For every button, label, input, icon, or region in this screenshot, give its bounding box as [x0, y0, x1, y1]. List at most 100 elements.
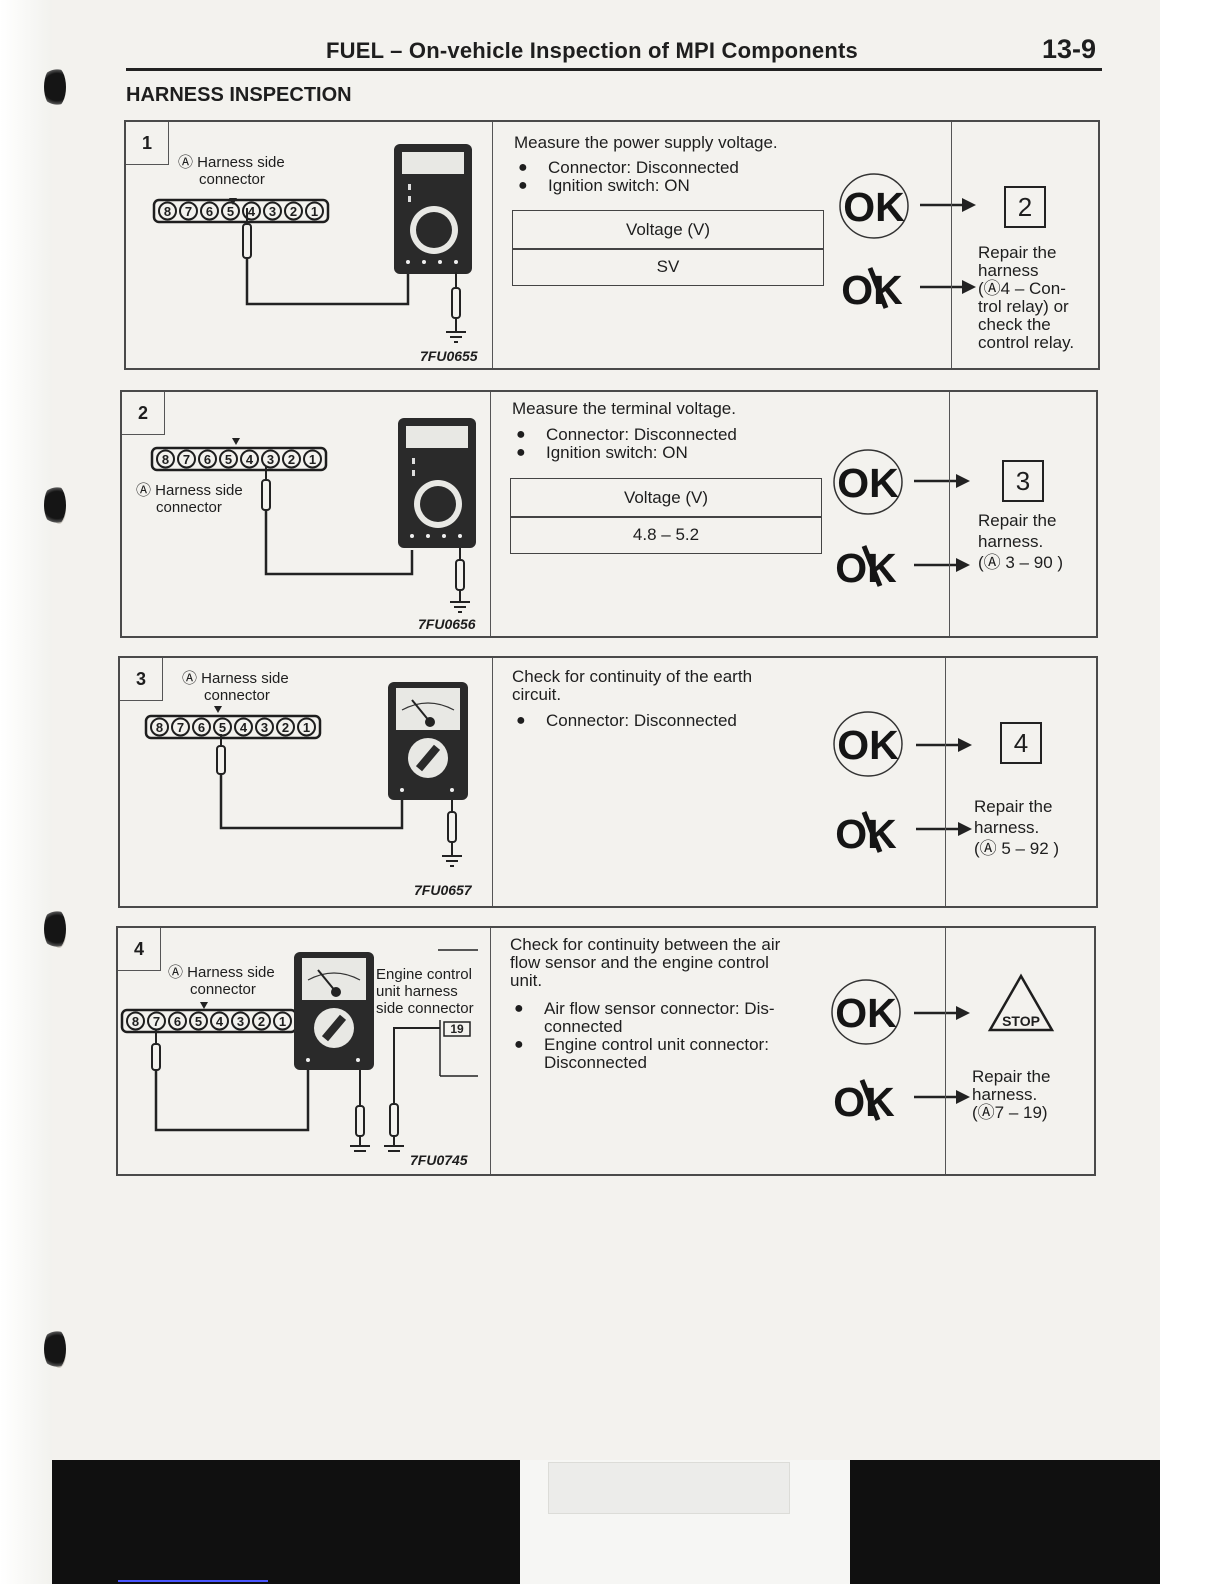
- voltage-spec-table: Voltage (V) 4.8 – 5.2: [510, 478, 822, 554]
- connector-body: [144, 714, 322, 740]
- step-4-result: STOP Repair the harness. (Ⓐ7 – 19): [945, 928, 1094, 1174]
- arrow-right-icon: [914, 1006, 970, 1020]
- next-step-box[interactable]: 3: [1002, 460, 1044, 502]
- connector-pin-number: 5: [225, 452, 232, 467]
- connector-pin: [221, 201, 240, 221]
- connector-pin-number: 4: [240, 720, 248, 735]
- connector-pin-number: 6: [206, 204, 213, 219]
- connector-pin: [168, 1011, 187, 1031]
- repair-instruction: Repair the harness (Ⓐ4 – Con- trol relay…: [978, 243, 1075, 352]
- page-title: FUEL – On-vehicle Inspection of MPI Comp…: [326, 38, 858, 63]
- scan-margin-right: [1160, 0, 1224, 1584]
- connector-pin-number: 1: [309, 452, 316, 467]
- connector-pin: [297, 717, 316, 737]
- repair-instruction: Repair the harness. (Ⓐ 5 – 92 ): [974, 797, 1060, 858]
- connector-pin: [305, 201, 324, 221]
- harness-side-label: Ⓐ Harness side: [182, 670, 289, 687]
- connector-pin: [213, 717, 232, 737]
- connector-pin: [158, 201, 177, 221]
- arrow-right-icon: [920, 198, 976, 212]
- repair-instruction: Repair the harness. (Ⓐ7 – 19): [972, 1067, 1051, 1122]
- voltage-spec-table: Voltage (V) SV: [512, 210, 824, 286]
- connector-body: [152, 198, 330, 224]
- step-2-result: 3 Repair the harness. (Ⓐ 3 – 90 ): [949, 392, 1096, 636]
- connector-pin-number: 2: [282, 720, 289, 735]
- connector-pin-number: 7: [185, 204, 192, 219]
- connector-pin-number: 2: [288, 452, 295, 467]
- ng-icon: OK: [841, 267, 903, 310]
- ok-icon: OK: [833, 711, 903, 777]
- step-4-figure: 4 Ⓐ Harness side connector Engine contro…: [118, 928, 491, 1174]
- connector-pin-number: 5: [227, 204, 234, 219]
- connector-pin: [261, 449, 280, 469]
- connector-pin-number: 4: [246, 452, 254, 467]
- ecu-connector-label: Engine control unit harness side connect…: [376, 966, 474, 1017]
- connector-pin-number: 3: [237, 1014, 244, 1029]
- step-3-procedure: Check for continuity of the earth circui…: [492, 658, 972, 906]
- condition-item: ● Engine control unit connector: Disconn…: [514, 1035, 769, 1072]
- arrow-right-icon: [914, 1090, 970, 1104]
- connector-pin-number: 6: [198, 720, 205, 735]
- step-number: 2: [122, 392, 165, 435]
- scan-margin-left: [0, 0, 52, 1584]
- condition-item: ●Connector: Disconnected: [516, 425, 737, 444]
- harness-side-label-2: connector: [190, 981, 256, 998]
- connector-pin-number: 1: [279, 1014, 286, 1029]
- connector-pin-number: 8: [164, 204, 171, 219]
- figure-code: 7FU0655: [420, 348, 478, 364]
- connector-pin-number: 2: [290, 204, 297, 219]
- step-4-procedure: Check for continuity between the air flo…: [490, 928, 970, 1174]
- connector-pin: [210, 1011, 229, 1031]
- connector-pin: [303, 449, 322, 469]
- section-heading: HARNESS INSPECTION: [126, 84, 352, 106]
- connector-pin: [284, 201, 303, 221]
- condition-item: ● Air flow sensor connector: Dis- connec…: [514, 999, 775, 1036]
- connector-pin: [147, 1011, 166, 1031]
- step-number: 4: [118, 928, 161, 971]
- connector-pin: [156, 449, 175, 469]
- next-step-box[interactable]: 2: [1004, 186, 1046, 228]
- connector-pin: [255, 717, 274, 737]
- stop-icon[interactable]: STOP: [986, 972, 1056, 1034]
- binder-ring: [44, 484, 66, 526]
- binder-ring: [44, 66, 66, 108]
- ng-icon: OK: [833, 1079, 895, 1122]
- condition-item: ●Connector: Disconnected: [516, 711, 737, 730]
- connector-pin-number: 8: [132, 1014, 139, 1029]
- connector-pin-number: 4: [248, 204, 256, 219]
- repair-instruction: Repair the harness. (Ⓐ 3 – 90 ): [978, 511, 1064, 572]
- step-number: 3: [120, 658, 163, 701]
- condition-item: ●Ignition switch: ON: [516, 443, 688, 462]
- next-step-box[interactable]: 4: [1000, 722, 1042, 764]
- harness-side-label-2: connector: [156, 499, 222, 516]
- procedure-title: Check for continuity between the air flo…: [510, 935, 781, 990]
- ecu-pin-number: 19: [450, 1022, 464, 1036]
- step-2-procedure: Measure the terminal voltage. ●Connector…: [490, 392, 970, 636]
- connector-body: [150, 446, 328, 472]
- table-header: Voltage (V): [623, 487, 709, 507]
- ok-icon: OK: [831, 979, 901, 1045]
- connector-pin: [282, 449, 301, 469]
- arrow-right-icon: [920, 280, 976, 294]
- connector-pin: [200, 201, 219, 221]
- connector-pin-number: 1: [303, 720, 310, 735]
- harness-side-label: Ⓐ Harness side: [168, 964, 275, 981]
- connector-pin-number: 8: [156, 720, 163, 735]
- figure-code: 7FU0745: [410, 1152, 468, 1168]
- condition-item: ●Ignition switch: ON: [518, 176, 690, 195]
- page-number: 13-9: [1041, 34, 1096, 64]
- connector-pin-number: 1: [311, 204, 318, 219]
- ok-label: OK: [837, 460, 899, 506]
- ng-icon: OK: [835, 811, 897, 854]
- connector-pin-number: 4: [216, 1014, 224, 1029]
- page-tab-inner: [548, 1462, 790, 1514]
